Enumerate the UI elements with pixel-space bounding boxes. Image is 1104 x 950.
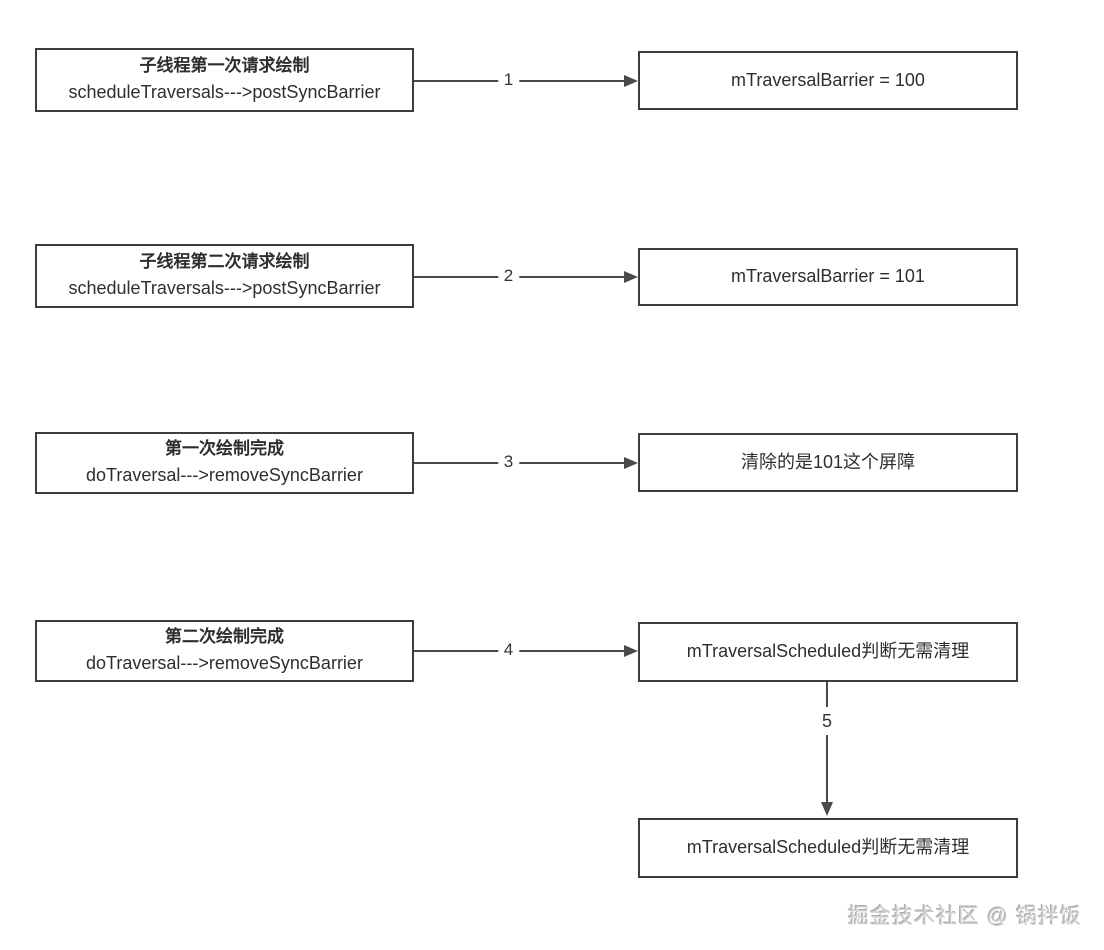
box-title: 子线程第一次请求绘制	[139, 56, 310, 75]
flow-box-barrier-100: mTraversalBarrier = 100	[638, 51, 1018, 110]
flow-box-scheduled-no-clean-2: mTraversalScheduled判断无需清理	[638, 818, 1018, 878]
flow-box-thread-second-request: 子线程第二次请求绘制 scheduleTraversals--->postSyn…	[35, 244, 414, 308]
flow-box-thread-first-request: 子线程第一次请求绘制 scheduleTraversals--->postSyn…	[35, 48, 414, 112]
box-text: mTraversalScheduled判断无需清理	[686, 641, 970, 662]
flow-box-second-draw-done: 第二次绘制完成 doTraversal--->removeSyncBarrier	[35, 620, 414, 682]
box-title: 第二次绘制完成	[165, 627, 284, 646]
box-title: 第一次绘制完成	[165, 439, 284, 458]
arrow-1-label: 1	[497, 69, 520, 91]
box-text: 清除的是101这个屏障	[740, 451, 916, 472]
box-text: mTraversalScheduled判断无需清理	[686, 837, 970, 858]
arrowhead-right-icon	[624, 75, 638, 87]
arrow-3-label: 3	[497, 451, 520, 473]
flow-box-clear-101: 清除的是101这个屏障	[638, 433, 1018, 492]
flow-box-first-draw-done: 第一次绘制完成 doTraversal--->removeSyncBarrier	[35, 432, 414, 494]
box-subtitle: doTraversal--->removeSyncBarrier	[86, 465, 363, 486]
arrow-4-label: 4	[497, 639, 520, 661]
arrowhead-down-icon	[821, 802, 833, 816]
arrow-5-label: 5	[819, 707, 835, 735]
arrow-4: 4	[414, 639, 638, 661]
arrowhead-right-icon	[624, 645, 638, 657]
arrow-2-label: 2	[497, 265, 520, 287]
arrowhead-right-icon	[624, 271, 638, 283]
box-text: mTraversalBarrier = 101	[731, 266, 925, 287]
box-subtitle: scheduleTraversals--->postSyncBarrier	[68, 82, 381, 103]
box-title: 子线程第二次请求绘制	[139, 252, 310, 271]
arrow-1: 1	[414, 69, 638, 91]
flow-box-barrier-101: mTraversalBarrier = 101	[638, 248, 1018, 306]
watermark: 掘金技术社区 @ 锅拌饭	[848, 905, 1082, 928]
box-text: mTraversalBarrier = 100	[731, 69, 925, 90]
arrow-5: 5	[819, 682, 835, 816]
arrow-3: 3	[414, 451, 638, 473]
box-subtitle: scheduleTraversals--->postSyncBarrier	[68, 278, 381, 299]
flow-box-scheduled-no-clean-1: mTraversalScheduled判断无需清理	[638, 622, 1018, 682]
arrow-2: 2	[414, 265, 638, 287]
arrowhead-right-icon	[624, 457, 638, 469]
box-subtitle: doTraversal--->removeSyncBarrier	[86, 653, 363, 674]
